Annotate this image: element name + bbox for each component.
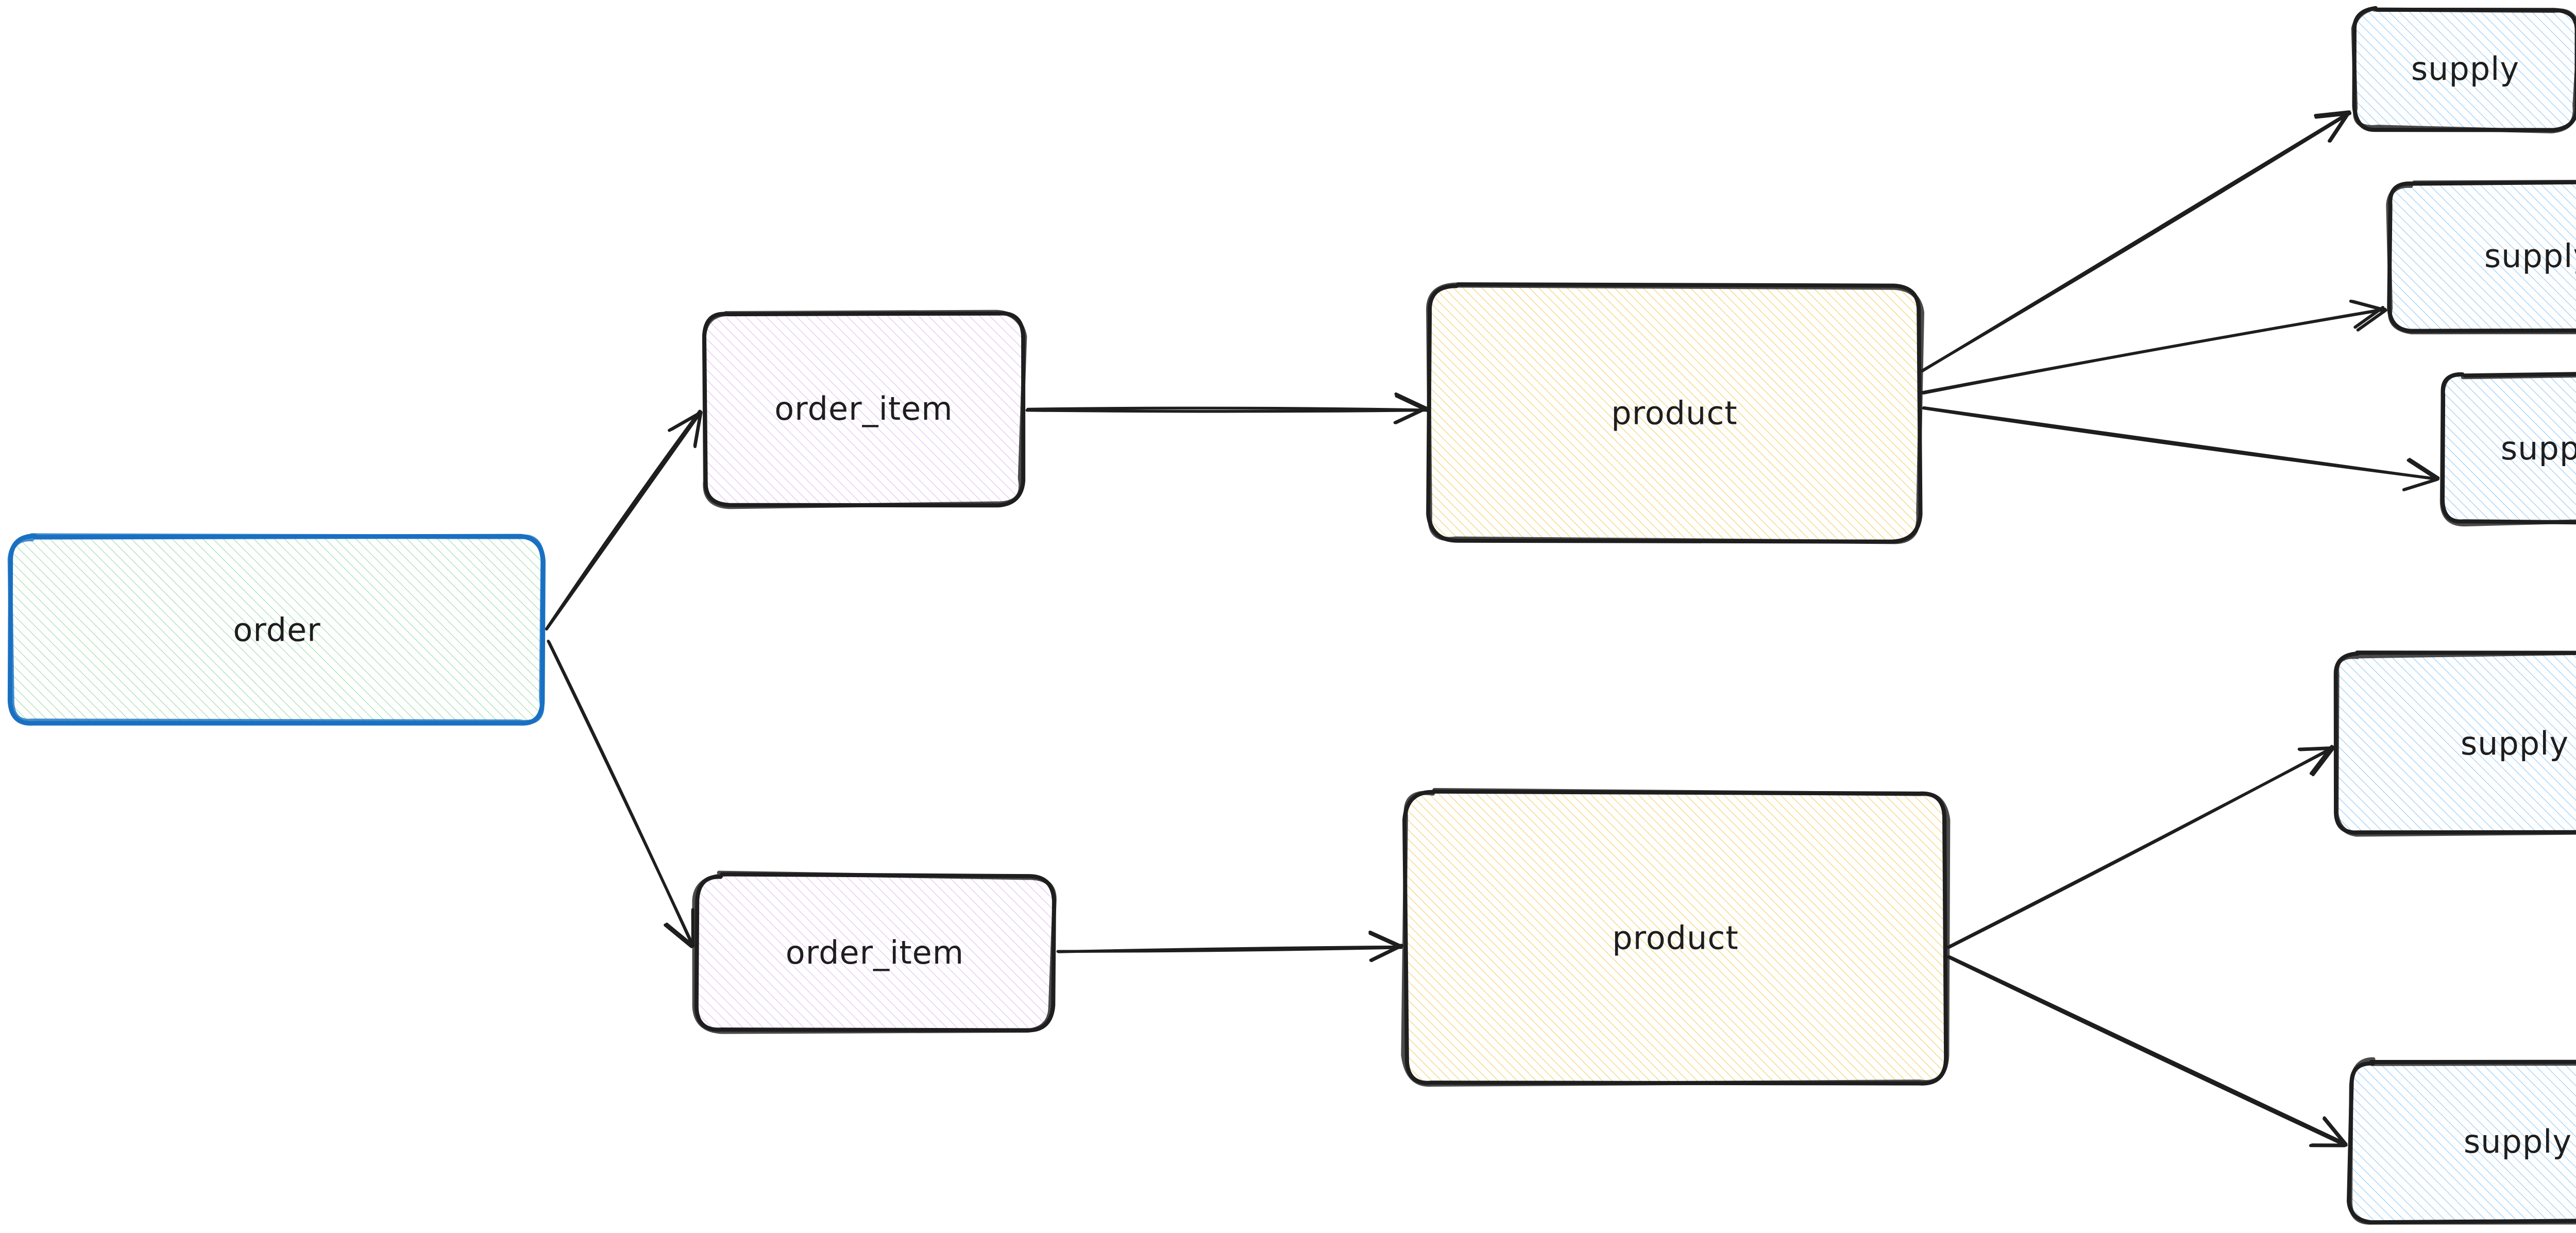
node-label-product_bottom: product [1612,919,1738,957]
node-label-supply_2: supply [2484,237,2576,275]
node-fill-supply_4 [2337,654,2576,833]
edge-product_top-to-supply_3[interactable] [1922,406,2440,491]
node-outline-product_bottom [1401,787,1951,1087]
node-supply_3[interactable]: supply [2439,372,2576,527]
node-label-order_item_bottom: order_item [786,934,964,971]
node-supply_5[interactable]: supply [2347,1057,2576,1225]
node-label-order_item_top: order_item [774,390,953,427]
edge-order-to-order_item_bottom[interactable] [547,640,695,948]
node-outline-product_top [1426,282,1924,544]
node-outline-supply_5 [2348,1057,2576,1225]
node-fill-supply_5 [2350,1062,2576,1222]
edge-product_bottom-to-supply_5[interactable] [1946,955,2348,1148]
node-order_item_bottom[interactable]: order_item [692,870,1057,1034]
node-supply_2[interactable]: supply [2386,180,2576,335]
node-fill-product_top [1430,286,1919,541]
node-supply_1[interactable]: supply [2351,6,2576,133]
node-product_bottom[interactable]: product [1401,787,1951,1087]
node-layer: orderorder_itemorder_itemproductproducts… [7,6,2576,1225]
node-label-supply_3: supply [2501,430,2576,467]
node-label-order: order [233,611,320,649]
node-order[interactable]: order [7,533,546,726]
node-outline-order_item_bottom [692,870,1057,1034]
edge-product_bottom-to-supply_4[interactable] [1946,745,2336,949]
edge-product_top-to-supply_1[interactable] [1921,110,2352,373]
node-outline-supply_1 [2351,6,2576,133]
edge-order_item_top-to-product_top[interactable] [1025,392,1429,424]
node-label-supply_4: supply [2461,725,2569,762]
node-label-supply_1: supply [2411,50,2519,88]
node-fill-order_item_top [705,313,1023,505]
edge-layer [545,110,2440,1148]
node-label-product_top: product [1611,395,1737,432]
node-order_item_top[interactable]: order_item [702,310,1027,509]
node-fill-supply_1 [2354,9,2576,129]
node-fill-supply_2 [2389,183,2576,330]
node-outline-supply_3 [2439,372,2576,527]
node-fill-product_bottom [1405,792,1945,1084]
node-outline-supply_2 [2386,180,2576,335]
edge-order-to-order_item_top[interactable] [545,409,703,631]
node-fill-order_item_bottom [697,876,1053,1030]
edge-product_top-to-supply_2[interactable] [1920,299,2387,395]
node-fill-order [10,537,544,724]
node-outline-order_item_top [702,310,1027,509]
edge-order_item_bottom-to-product_bottom[interactable] [1056,930,1404,963]
node-outline-order [7,533,546,725]
node-outline-supply_4 [2334,650,2576,837]
node-label-supply_5: supply [2464,1123,2572,1160]
node-product_top[interactable]: product [1426,282,1924,544]
node-fill-supply_3 [2442,374,2576,523]
node-supply_4[interactable]: supply [2333,650,2576,837]
